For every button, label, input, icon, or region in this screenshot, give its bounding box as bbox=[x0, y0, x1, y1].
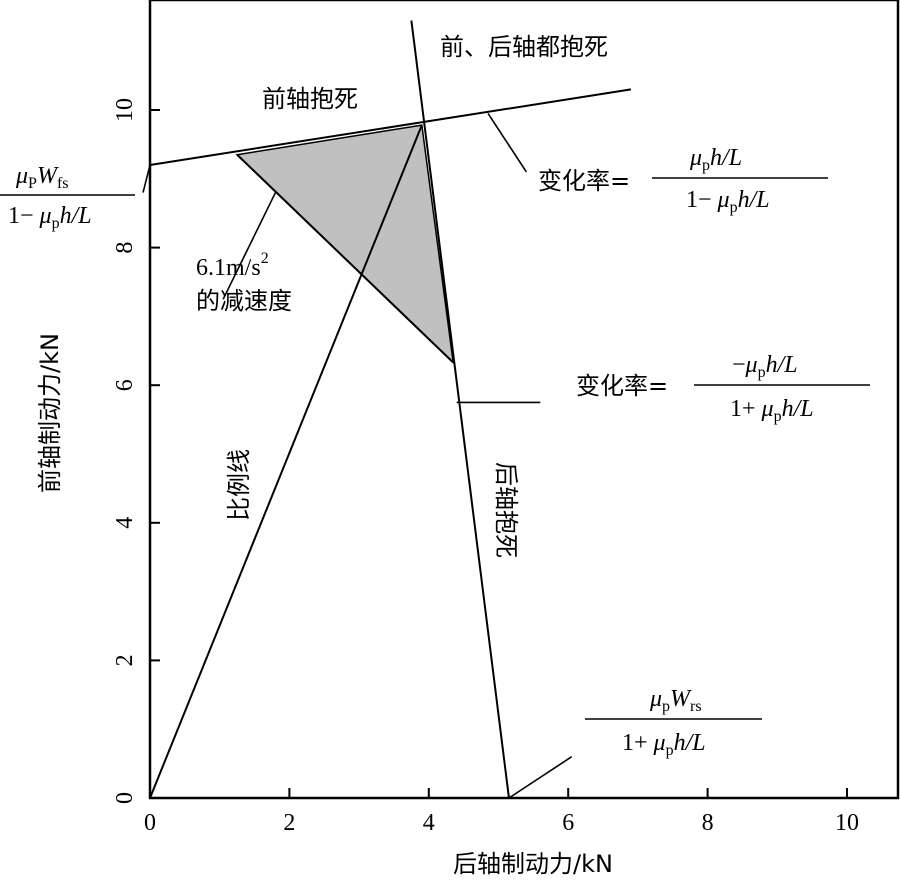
y-tick-label: 0 bbox=[112, 792, 138, 804]
svg-text:变化率=: 变化率= bbox=[538, 167, 630, 195]
y-tick-label: 4 bbox=[112, 517, 138, 529]
svg-text:1+ μph/L: 1+ μph/L bbox=[622, 730, 706, 759]
series-rear-lock bbox=[410, 20, 510, 799]
y-axis-label: 前轴制动力/kN bbox=[36, 333, 64, 493]
svg-text:1− μph/L: 1− μph/L bbox=[8, 203, 92, 232]
proportion-label: 比例线 bbox=[225, 449, 253, 521]
y-tick-label: 10 bbox=[112, 98, 138, 122]
leader-lines bbox=[142, 113, 573, 799]
shaded-region bbox=[235, 124, 455, 365]
x-tick-label: 0 bbox=[144, 810, 156, 836]
svg-text:1+ μph/L: 1+ μph/L bbox=[730, 396, 814, 425]
y-tick-label: 8 bbox=[112, 242, 138, 254]
y-tick-label: 6 bbox=[112, 379, 138, 391]
leader-decel bbox=[222, 192, 277, 300]
svg-text:变化率=: 变化率= bbox=[576, 372, 668, 400]
x-tick-label: 4 bbox=[423, 810, 435, 836]
x-tick-label: 8 bbox=[702, 810, 714, 836]
svg-text:μpWrs: μpWrs bbox=[649, 686, 702, 715]
plot-frame bbox=[148, 0, 900, 800]
front-rate-formula: 变化率= μph/L 1− μph/L bbox=[538, 145, 828, 216]
decel-label-2: 的减速度 bbox=[196, 287, 292, 315]
leader-front-rate bbox=[487, 113, 528, 173]
y-ticks: 0 2 4 6 8 10 bbox=[112, 98, 160, 804]
y-tick-label: 2 bbox=[112, 654, 138, 666]
both-lock-label: 前、后轴都抱死 bbox=[440, 33, 608, 61]
x-ticks: 0 2 4 6 8 10 bbox=[144, 788, 859, 836]
x-tick-label: 6 bbox=[562, 810, 574, 836]
svg-text:1− μph/L: 1− μph/L bbox=[686, 187, 770, 216]
leader-rear-intercept bbox=[508, 756, 573, 799]
rear-intercept-formula: μpWrs 1+ μph/L bbox=[585, 686, 762, 759]
decel-label: 6.1m/s2 bbox=[196, 250, 269, 281]
series-lines bbox=[149, 20, 632, 799]
series-front-lock bbox=[149, 88, 632, 167]
svg-text:μph/L: μph/L bbox=[689, 145, 742, 174]
svg-text:−μph/L: −μph/L bbox=[732, 352, 798, 381]
series-decel-line bbox=[236, 153, 454, 364]
series-proportion bbox=[149, 124, 423, 799]
x-axis-label: 后轴制动力/kN bbox=[453, 850, 613, 878]
rear-rate-formula: 变化率= −μph/L 1+ μph/L bbox=[576, 352, 870, 425]
x-tick-label: 10 bbox=[835, 810, 859, 836]
svg-text:μPWfs: μPWfs bbox=[15, 163, 69, 192]
rear-lock-label: 后轴抱死 bbox=[492, 462, 520, 558]
front-intercept-formula: μPWfs 1− μph/L bbox=[0, 163, 135, 232]
x-tick-label: 2 bbox=[283, 810, 295, 836]
leader-intercept bbox=[142, 164, 151, 193]
front-lock-label: 前轴抱死 bbox=[262, 85, 358, 113]
